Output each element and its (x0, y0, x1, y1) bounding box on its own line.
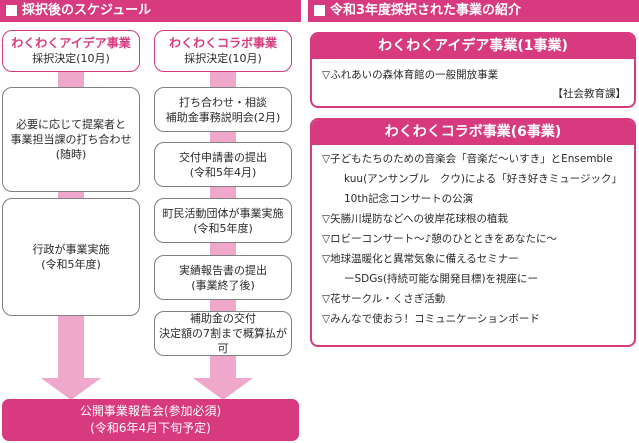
collab-project-list: ▽子どもたちのための音楽会「音楽だ〜いすき」とEnsemble kuu(アンサン… (312, 145, 634, 329)
step-line: 決定額の7割まで概算払が可 (159, 327, 287, 355)
step-line: 交付申請書の提出 (179, 150, 267, 164)
step-line: 実績報告書の提出 (179, 263, 267, 277)
project-item-continuation: kuu(アンサンブル クウ)による「好き好きミュージック」 (344, 173, 622, 185)
report-meeting-date: (令和6年4月下旬予定) (90, 421, 211, 435)
idea-title: わくわくアイデア事業 (11, 36, 131, 50)
square-bullet-icon (314, 5, 325, 16)
collab-step-report: 実績報告書の提出 (事業終了後) (154, 255, 292, 300)
collab-step-consultation: 打ち合わせ・相談 補助金事務説明会(2月) (154, 87, 292, 132)
report-meeting-title: 公開事業報告会(参加必須) (79, 404, 222, 418)
project-item: ▽花サークル・くさぎ活動 (322, 293, 446, 305)
schedule-header-text: 採択後のスケジュール (22, 3, 152, 18)
step-line: 必要に応じて提案者と (16, 118, 126, 131)
collab-step-application: 交付申請書の提出 (令和5年4月) (154, 142, 292, 187)
projects-section-header: 令和3年度採択された事業の紹介 (308, 0, 639, 22)
step-line: (事業終了後) (191, 278, 255, 292)
project-item-continuation: ーSDGs(持続可能な開発目標)を視座にー (344, 273, 539, 285)
step-line: 町民活動団体が事業実施 (162, 206, 284, 220)
collab-subtitle: 採択決定(10月) (184, 52, 262, 65)
step-line: (随時) (55, 148, 87, 161)
project-item-continuation: 10th記念コンサートの公演 (344, 193, 474, 205)
project-item: ▽みんなで使おう！コミュニケーションボード (322, 313, 540, 325)
schedule-section-header: 採択後のスケジュール (0, 0, 301, 22)
report-meeting-bar: 公開事業報告会(参加必須) (令和6年4月下旬予定) (2, 399, 299, 441)
step-line: 行政が事業実施 (32, 243, 110, 256)
collab-step-subsidy: 補助金の交付 決定額の7割まで概算払が可 (154, 311, 292, 356)
project-item: ▽ふれあいの森体育館の一般開放事業 (322, 69, 499, 81)
collab-adoption-box: わくわくコラボ事業 採択決定(10月) (154, 30, 292, 72)
step-line: (令和5年4月) (189, 165, 257, 179)
idea-step-meeting: 必要に応じて提案者と 事業担当課の打ち合わせ (随時) (2, 87, 140, 192)
idea-projects-box: わくわくアイデア事業(1事業) ▽ふれあいの森体育館の一般開放事業 【社会教育課… (310, 32, 636, 108)
project-item: ▽地球温暖化と異常気象に備えるセミナー (322, 253, 519, 265)
idea-subtitle: 採択決定(10月) (32, 52, 110, 65)
project-item: ▽ロビーコンサート〜♪憩のひとときをあなたに〜 (322, 233, 557, 245)
step-line: 補助金事務説明会(2月) (165, 110, 281, 124)
idea-step-implementation: 行政が事業実施 (令和5年度) (2, 198, 140, 316)
project-item: ▽子どもたちのための音楽会「音楽だ〜いすき」とEnsemble (322, 153, 613, 165)
collab-title: わくわくコラボ事業 (168, 36, 277, 50)
step-line: 打ち合わせ・相談 (179, 95, 267, 109)
square-bullet-icon (6, 5, 17, 16)
step-line: 事業担当課の打ち合わせ (10, 133, 132, 146)
collab-projects-box: わくわくコラボ事業(6事業) ▽子どもたちのための音楽会「音楽だ〜いすき」とEn… (310, 118, 636, 347)
collab-step-implementation: 町民活動団体が事業実施 (令和5年度) (154, 198, 292, 243)
idea-projects-title: わくわくアイデア事業(1事業) (312, 34, 634, 59)
projects-header-text: 令和3年度採択された事業の紹介 (330, 3, 522, 18)
step-line: (令和5年度) (41, 258, 101, 271)
step-line: (令和5年度) (193, 221, 253, 235)
project-item: ▽矢勝川堤防などへの彼岸花球根の植栽 (322, 213, 509, 225)
idea-adoption-box: わくわくアイデア事業 採択決定(10月) (2, 30, 140, 72)
step-line: 補助金の交付 (190, 312, 256, 325)
department-label: 【社会教育課】 (552, 88, 627, 100)
collab-projects-title: わくわくコラボ事業(6事業) (312, 120, 634, 145)
